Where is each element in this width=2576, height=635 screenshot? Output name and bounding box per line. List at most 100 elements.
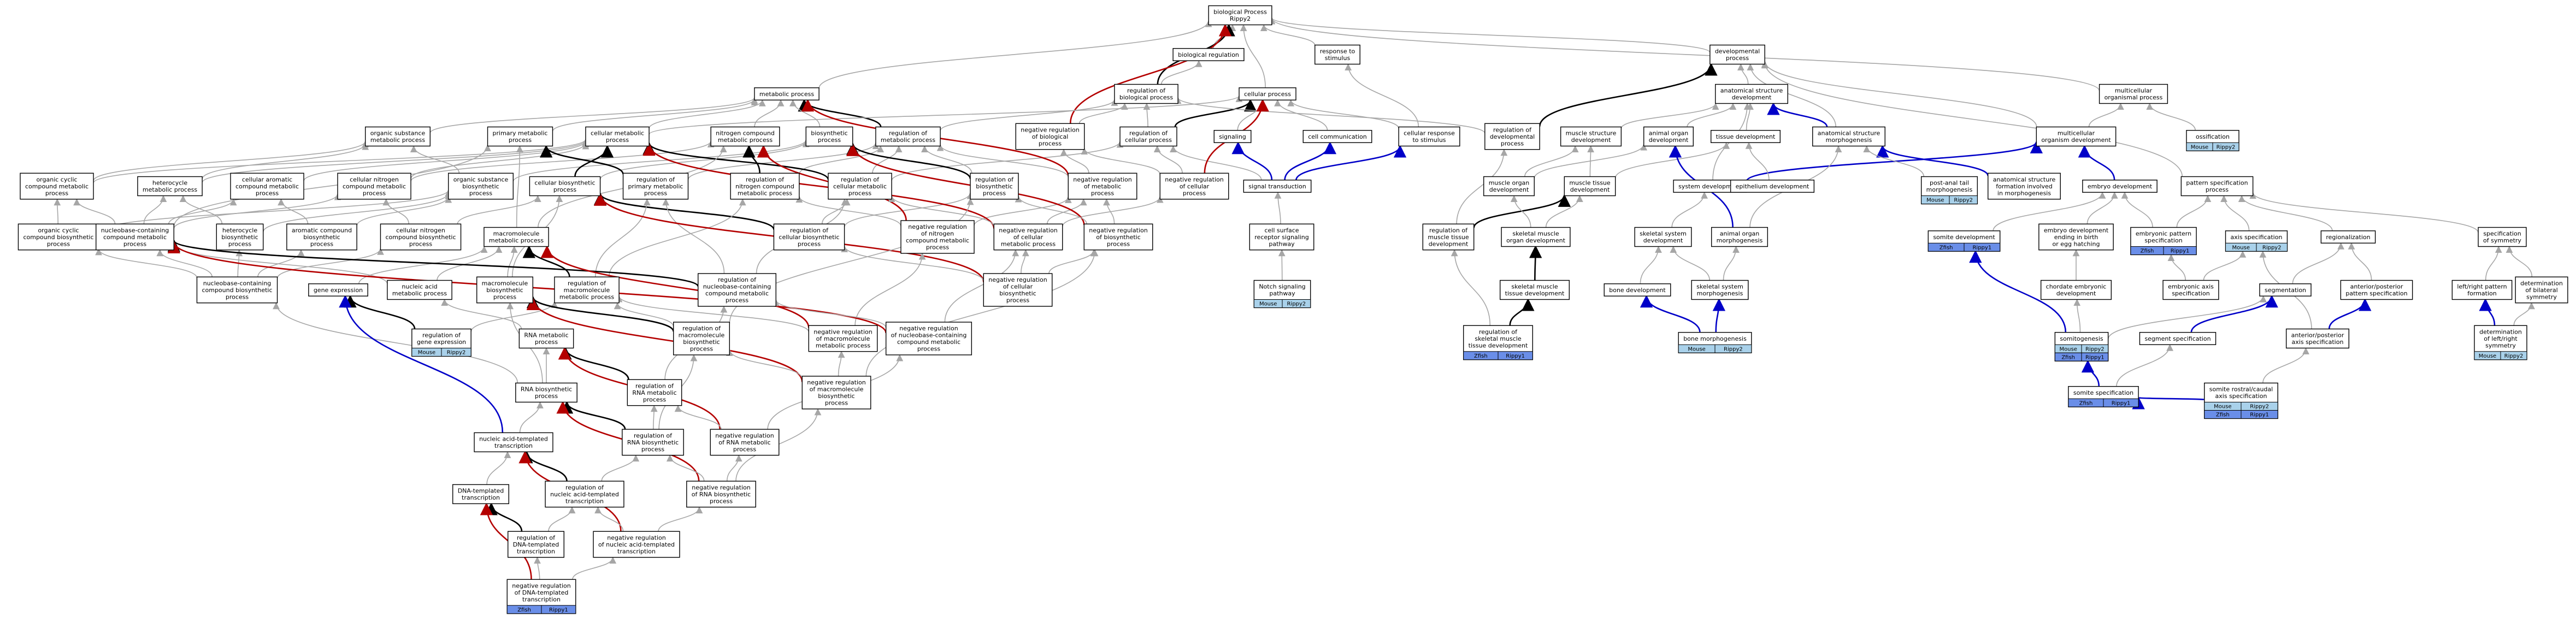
go-term-node-epdev[interactable]: epithelium development <box>1730 180 1815 193</box>
go-term-node-ccom[interactable]: cell communication <box>1302 130 1372 143</box>
go-term-node-sigtrans[interactable]: signal transduction <box>1243 180 1312 193</box>
go-term-node-bonedev[interactable]: bone development <box>1604 283 1671 296</box>
go-term-node-segspec[interactable]: segment specification <box>2139 332 2217 345</box>
go-term-node-gexp[interactable]: gene expression <box>308 283 368 296</box>
go-term-node-cellp[interactable]: cellular process <box>1239 87 1296 100</box>
go-term-node-segm[interactable]: segmentation <box>2259 283 2312 296</box>
go-term-node-tisd[interactable]: tissue development <box>1710 130 1781 143</box>
go-term-node-met[interactable]: metabolic process <box>754 87 820 100</box>
go-term-node-breg[interactable]: biological regulation <box>1172 48 1245 61</box>
go-term-node-region[interactable]: regionalization <box>2320 230 2376 244</box>
go-term-node-embdev[interactable]: embryo development <box>2082 180 2158 193</box>
go-term-node-regmbp[interactable]: regulation ofmacromoleculebiosyntheticpr… <box>673 322 730 355</box>
go-term-node-regnccmp[interactable]: regulation ofnucleobase-containingcompou… <box>698 273 776 307</box>
go-term-node-sig[interactable]: signaling <box>1213 130 1252 143</box>
